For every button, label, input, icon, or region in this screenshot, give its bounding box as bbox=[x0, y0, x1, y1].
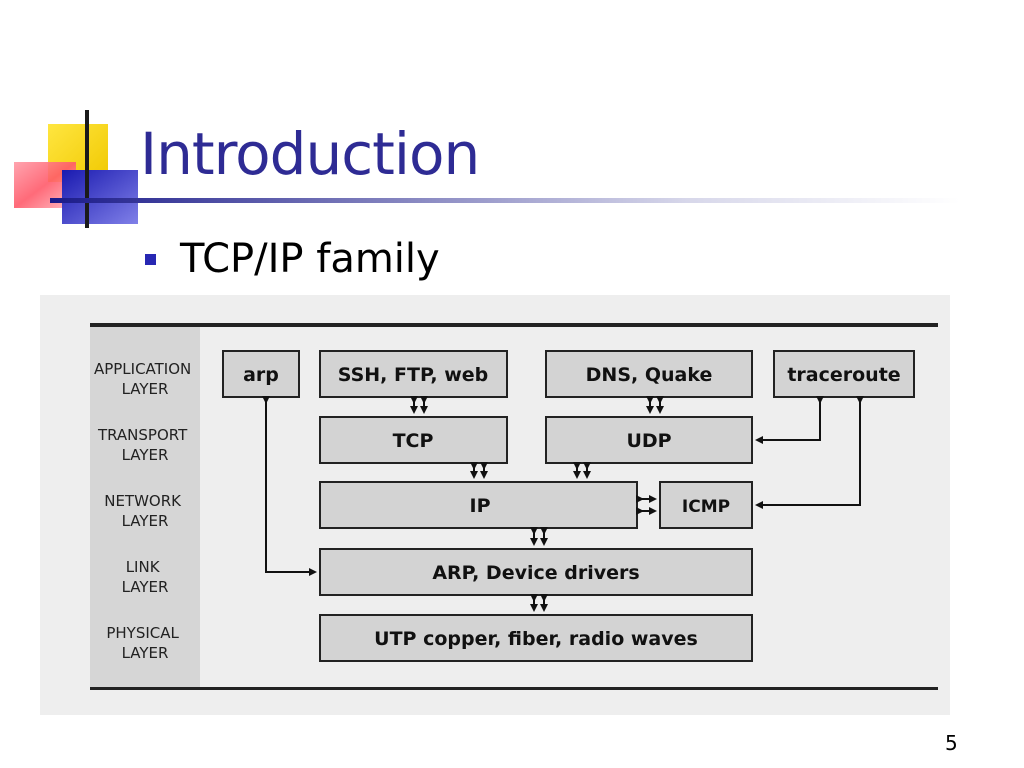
logo-blue-square bbox=[62, 170, 138, 224]
node-tcp-label: TCP bbox=[393, 430, 434, 452]
layer-label-application-line1: APPLICATION bbox=[94, 360, 191, 378]
layer-label-link-line2: LAYER bbox=[122, 578, 169, 596]
node-dns-quake: DNS, Quake bbox=[545, 350, 753, 398]
layer-label-transport-line2: LAYER bbox=[122, 446, 169, 464]
node-ssh-ftp-web-label: SSH, FTP, web bbox=[338, 364, 489, 386]
node-tcp-box bbox=[319, 416, 508, 464]
node-traceroute-box bbox=[773, 350, 915, 398]
tcpip-diagram: APPLICATION LAYER TRANSPORT LAYER NETWOR… bbox=[40, 295, 950, 715]
arrow-arp-to-link bbox=[262, 396, 317, 576]
layer-label-physical: PHYSICAL LAYER bbox=[106, 624, 183, 662]
slide-title: Introduction bbox=[140, 120, 480, 188]
node-ip-box bbox=[319, 481, 638, 529]
node-udp-box bbox=[545, 416, 753, 464]
node-arp-device-drivers-box bbox=[319, 548, 753, 596]
bullet-text: TCP/IP family bbox=[180, 236, 440, 282]
layer-label-physical-line2: LAYER bbox=[122, 644, 169, 662]
node-ip-label: IP bbox=[470, 495, 491, 517]
layer-label-transport: TRANSPORT LAYER bbox=[97, 426, 192, 464]
node-arp-box bbox=[222, 350, 300, 398]
node-physical-media-label: UTP copper, fiber, radio waves bbox=[374, 628, 698, 650]
slide-logo bbox=[14, 110, 138, 228]
node-arp-device-drivers: ARP, Device drivers bbox=[319, 548, 753, 596]
node-tcp: TCP bbox=[319, 416, 508, 464]
layer-label-application: APPLICATION LAYER bbox=[94, 360, 196, 398]
page-number: 5 bbox=[945, 731, 958, 755]
layer-label-network-line2: LAYER bbox=[122, 512, 169, 530]
node-arp: arp bbox=[222, 350, 300, 398]
node-dns-quake-label: DNS, Quake bbox=[586, 364, 713, 386]
node-traceroute: traceroute bbox=[773, 350, 915, 398]
layer-label-network-line1: NETWORK bbox=[104, 492, 182, 510]
bullet-item: TCP/IP family bbox=[145, 236, 440, 282]
layer-label-physical-line1: PHYSICAL bbox=[106, 624, 179, 642]
node-dns-quake-box bbox=[545, 350, 753, 398]
node-physical-media: UTP copper, fiber, radio waves bbox=[319, 614, 753, 662]
node-traceroute-label: traceroute bbox=[787, 364, 900, 386]
node-icmp-label: ICMP bbox=[682, 497, 730, 517]
figure-bottom-rule bbox=[90, 687, 938, 690]
node-icmp: ICMP bbox=[659, 481, 753, 529]
node-udp-label: UDP bbox=[626, 430, 671, 452]
figure-top-rule bbox=[90, 323, 938, 327]
node-ip: IP bbox=[319, 481, 638, 529]
bullet-square-icon bbox=[145, 253, 156, 265]
logo-vertical-line bbox=[85, 110, 89, 228]
node-physical-media-box bbox=[319, 614, 753, 662]
layer-label-application-line2: LAYER bbox=[122, 380, 169, 398]
layer-label-link: LINK LAYER bbox=[122, 558, 169, 596]
node-ssh-ftp-web-box bbox=[319, 350, 508, 398]
layer-label-transport-line1: TRANSPORT bbox=[97, 426, 188, 444]
layer-labels: APPLICATION LAYER TRANSPORT LAYER NETWOR… bbox=[94, 360, 196, 662]
node-arp-label: arp bbox=[243, 364, 279, 386]
layer-label-link-line1: LINK bbox=[126, 558, 161, 576]
layer-column bbox=[90, 327, 200, 687]
title-underline bbox=[50, 198, 960, 203]
node-ssh-ftp-web: SSH, FTP, web bbox=[319, 350, 508, 398]
arrow-traceroute-icmp bbox=[755, 396, 864, 509]
node-arp-device-drivers-label: ARP, Device drivers bbox=[432, 562, 639, 584]
node-icmp-box bbox=[659, 481, 753, 529]
layer-label-network: NETWORK LAYER bbox=[104, 492, 186, 530]
node-udp: UDP bbox=[545, 416, 753, 464]
